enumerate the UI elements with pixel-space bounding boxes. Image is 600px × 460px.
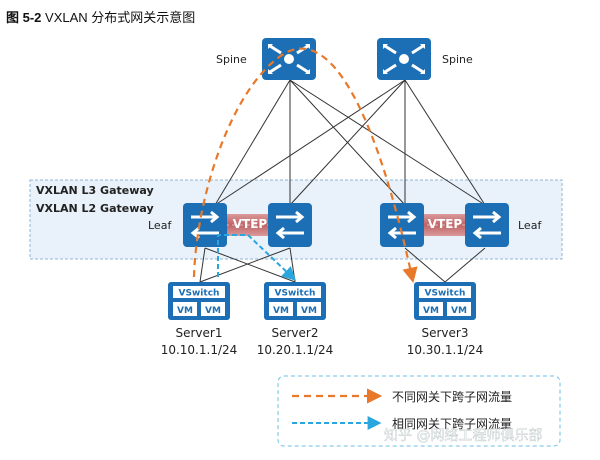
- spine-leaf-links: [214, 79, 486, 206]
- server-name: Server1: [176, 326, 223, 340]
- legend-orange-label: 不同网关下跨子网流量: [392, 390, 512, 404]
- vtep-label-right: VTEP: [428, 217, 463, 231]
- spine-label-left: Spine: [216, 53, 247, 66]
- spine-switch-left: [262, 38, 316, 80]
- server-ip: 10.30.1.1/24: [407, 343, 484, 357]
- orange-traffic-path: [192, 47, 418, 284]
- vm-label: VM: [273, 306, 289, 316]
- server-name: Server3: [422, 326, 469, 340]
- l2-gateway-label: VXLAN L2 Gateway: [36, 202, 154, 215]
- vswitch-label: VSwitch: [425, 289, 466, 299]
- spine-switch-right: [377, 38, 431, 80]
- vswitch-label: VSwitch: [275, 289, 316, 299]
- leaf-switch-4: [465, 203, 509, 247]
- server-ip: 10.20.1.1/24: [257, 343, 334, 357]
- figure-caption: 图 5-2 VXLAN 分布式网关示意图: [6, 7, 195, 26]
- vtep-tunnel-right: [420, 214, 468, 236]
- leaf-server-links: [199, 247, 486, 283]
- server-3: VSwitch VM VM: [414, 282, 476, 320]
- leaf-label-right: Leaf: [518, 219, 542, 232]
- vm-label: VM: [205, 306, 221, 316]
- watermark: 知乎 @网络工程师俱乐部: [384, 427, 542, 444]
- server-2: VSwitch VM VM: [264, 282, 326, 320]
- legend-cyan-label: 相同网关下跨子网流量: [392, 417, 512, 431]
- vswitch-label: VSwitch: [179, 289, 220, 299]
- leaf-switch-3: [380, 203, 424, 247]
- l3-gateway-label: VXLAN L3 Gateway: [36, 184, 154, 197]
- legend: 不同网关下跨子网流量 相同网关下跨子网流量: [277, 375, 561, 447]
- figure-title: VXLAN 分布式网关示意图: [45, 10, 196, 25]
- vtep-label-left: VTEP: [233, 217, 268, 231]
- cyan-traffic-path: [217, 234, 297, 281]
- vm-label: VM: [423, 306, 439, 316]
- leaf-switch-1: [183, 203, 227, 247]
- leaf-switch-2: [268, 203, 312, 247]
- server-name: Server2: [272, 326, 319, 340]
- server-ip: 10.10.1.1/24: [161, 343, 238, 357]
- leaf-label-left: Leaf: [148, 219, 172, 232]
- spine-label-right: Spine: [442, 53, 473, 66]
- vm-label: VM: [451, 306, 467, 316]
- vm-label: VM: [177, 306, 193, 316]
- server-1: VSwitch VM VM: [168, 282, 230, 320]
- figure-number: 图 5-2: [6, 10, 42, 25]
- vm-label: VM: [301, 306, 317, 316]
